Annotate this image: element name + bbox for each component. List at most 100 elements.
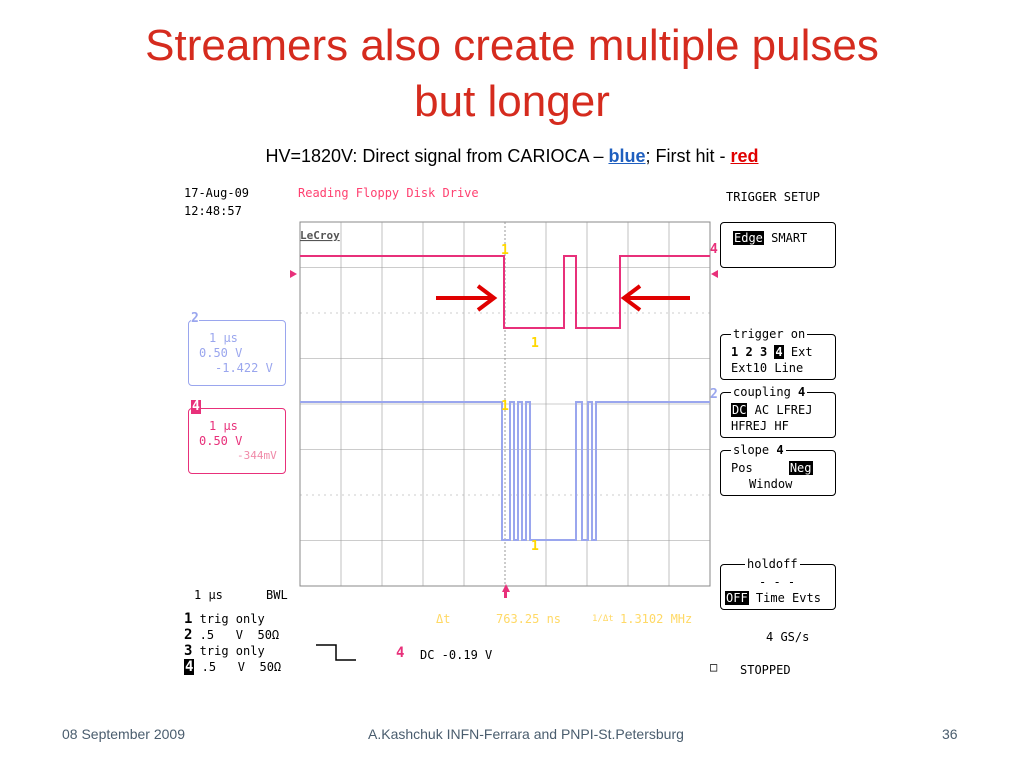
ch2-timebase: 1 μs — [209, 331, 238, 345]
trigger-on-box[interactable]: trigger on 1 2 3 4 Ext Ext10 Line — [720, 327, 836, 380]
scope-traces — [300, 255, 710, 541]
ch2-volts: 0.50 V — [199, 346, 243, 360]
timebase-label: 1 μs — [194, 588, 223, 602]
scope-status-title: Reading Floppy Disk Drive — [298, 186, 479, 200]
coupling-row-1: DC AC LFREJ — [731, 403, 812, 417]
oscilloscope-screenshot: 17-Aug-09 12:48:57 Reading Floppy Disk D… — [180, 180, 844, 684]
channel-row-3: 3 trig only — [184, 644, 265, 658]
ch4-offset: -344mV — [237, 449, 277, 462]
subtitle-prefix: HV=1820V: Direct signal from CARIOCA – — [265, 146, 609, 166]
subtitle-blue-word: blue — [608, 146, 646, 166]
title-line-1: Streamers also create multiple pulses — [145, 21, 879, 70]
trig-source-4[interactable]: 4 — [774, 345, 784, 359]
holdoff-time-evts[interactable]: Time Evts — [748, 591, 821, 605]
slope-row-1: Pos Neg — [731, 461, 813, 475]
trigger-position-stem — [504, 592, 507, 598]
footer-page-number: 36 — [942, 726, 958, 742]
trigger-source-row: 1 2 3 4 Ext — [731, 345, 813, 359]
slope-neg-option[interactable]: Neg — [788, 461, 813, 475]
slide-title: Streamers also create multiple pulses bu… — [0, 18, 1024, 130]
trigger-channel: 4 — [396, 645, 405, 661]
holdoff-off-option[interactable]: OFF — [725, 591, 749, 605]
carioca-signal-trace-blue — [300, 401, 710, 541]
coupling-row-2[interactable]: HFREJ HF — [731, 419, 789, 433]
trig-source-ext10-line[interactable]: Ext10 Line — [731, 361, 804, 375]
trig-source-ext[interactable]: Ext — [790, 345, 813, 359]
trigger-type-row: Edge SMART — [733, 231, 807, 245]
ch2-info-box: 2 1 μs 0.50 V -1.422 V — [188, 312, 286, 386]
cursor-marker-c: 1 — [531, 539, 539, 554]
sample-rate: 4 GS/s — [766, 630, 810, 644]
ch4-timebase: 1 μs — [209, 419, 238, 433]
holdoff-dashes: - - - — [759, 575, 796, 589]
delta-t-value: 763.25 ns — [496, 612, 562, 626]
trig-source-3[interactable]: 3 — [759, 345, 768, 359]
ch2-right-marker: 2 — [710, 387, 718, 402]
slope-header: slope 4 — [731, 443, 786, 457]
slope-label: slope — [733, 443, 770, 457]
slope-window-option[interactable]: Window — [749, 477, 793, 491]
cursor-marker-b: 1 — [501, 399, 509, 414]
cursor-marker-top: 1 — [501, 243, 509, 258]
footer-author: A.Kashchuk INFN-Ferrara and PNPI-St.Pete… — [368, 726, 684, 742]
ch4-volts: 0.50 V — [199, 434, 243, 448]
ch2-offset: -1.422 V — [215, 361, 273, 375]
edge-option[interactable]: Edge — [733, 231, 764, 245]
ch4-left-level-marker — [290, 270, 297, 278]
cursor-marker-a: 1 — [531, 336, 539, 351]
delta-t-label: Δt — [436, 612, 451, 626]
frequency-value: 1.3102 MHz — [620, 612, 693, 626]
channel-4-number: 4 — [184, 659, 195, 675]
holdoff-label: holdoff — [745, 557, 800, 571]
first-hit-trace-red — [300, 255, 710, 329]
channel-row-1: 1 trig only — [184, 612, 265, 626]
slope-symbol-icon — [316, 644, 356, 661]
scope-waveform-display: LeCroy 4 2 1 1 1 1 — [290, 221, 718, 661]
coupling-dc-option[interactable]: DC — [731, 403, 748, 417]
slope-channel: 4 — [776, 443, 784, 457]
title-line-2: but longer — [414, 77, 610, 126]
red-arrow-left-head — [476, 284, 498, 312]
coupling-label: coupling — [733, 385, 791, 399]
channel-1-text: trig only — [199, 612, 265, 626]
trigger-type-box[interactable]: Edge SMART — [720, 222, 836, 268]
frequency-label: 1/Δt — [592, 614, 614, 624]
channel-1-number: 1 — [184, 611, 193, 627]
channel-row-4: 4 .5 V 50Ω — [184, 659, 282, 675]
footer-date: 08 September 2009 — [62, 726, 185, 742]
trig-source-2[interactable]: 2 — [745, 345, 753, 359]
channel-row-2: 2 .5 V 50Ω — [184, 628, 279, 642]
channel-3-number: 3 — [184, 643, 193, 659]
ch4-right-level-marker — [711, 270, 718, 278]
ch4-info-box: 4 1 μs 0.50 V -344mV — [188, 400, 286, 474]
holdoff-row: OFF Time Evts — [725, 591, 821, 605]
coupling-box[interactable]: coupling 4 DC AC LFREJ HFREJ HF — [720, 385, 836, 438]
slope-pos-option[interactable]: Pos — [731, 461, 753, 475]
subtitle: HV=1820V: Direct signal from CARIOCA – b… — [0, 146, 1024, 167]
channel-4-text: .5 V 50Ω — [201, 660, 282, 674]
lecroy-logo: LeCroy — [300, 229, 340, 242]
stopped-icon: □ — [710, 660, 718, 674]
scope-arrows — [436, 284, 690, 312]
channel-2-number: 2 — [184, 627, 193, 643]
subtitle-mid: ; First hit - — [645, 146, 731, 166]
ch4-number: 4 — [191, 399, 201, 414]
trigger-position-marker — [502, 584, 510, 592]
subtitle-red-word: red — [730, 146, 759, 166]
coupling-row1-options[interactable]: AC LFREJ — [747, 403, 813, 417]
acquisition-status: STOPPED — [740, 663, 791, 677]
ch4-right-marker: 4 — [710, 242, 718, 257]
trig-source-1[interactable]: 1 — [731, 345, 739, 359]
scope-time: 12:48:57 — [184, 204, 242, 218]
channel-3-text: trig only — [199, 644, 265, 658]
channel-2-text: .5 V 50Ω — [199, 628, 280, 642]
holdoff-box[interactable]: holdoff - - - OFF Time Evts — [720, 557, 836, 610]
ch2-number: 2 — [191, 311, 199, 326]
slope-box[interactable]: slope 4 Pos Neg Window — [720, 443, 836, 496]
scope-date: 17-Aug-09 — [184, 186, 250, 200]
bwl-label: BWL — [266, 588, 288, 602]
trigger-on-label: trigger on — [731, 327, 808, 341]
smart-option[interactable]: SMART — [771, 231, 808, 245]
trigger-level: DC -0.19 V — [420, 648, 493, 662]
coupling-header: coupling 4 — [731, 385, 808, 399]
